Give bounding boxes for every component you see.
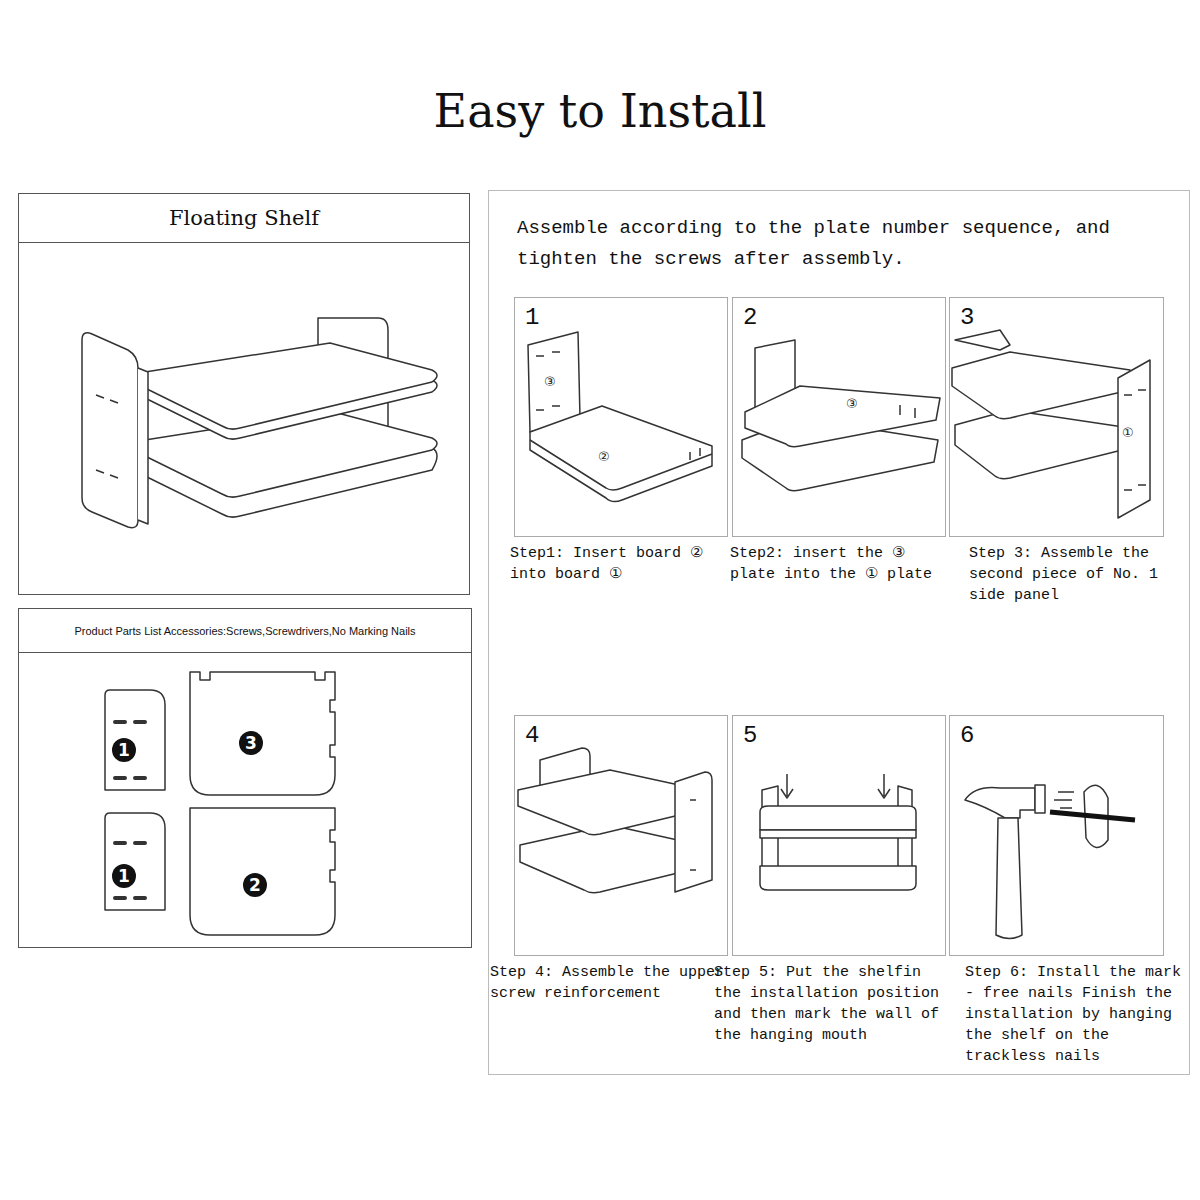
board-part [190,672,335,935]
assembled-shelf-line [82,333,138,528]
step5-figure-line [760,806,916,830]
step-caption: Step 4: Assemble the upper screw reinfor… [490,962,728,1004]
part-number: 2 [243,873,267,897]
step-number: 4 [525,722,539,749]
panel-heading: Floating Shelf [169,206,319,230]
step-frame: 6 [949,715,1164,956]
step-box: 1Step1: Insert board ② into board ① [514,297,728,537]
step-box: 2Step2: insert the ③ plate into the ① pl… [732,297,946,537]
step-number: 1 [525,304,539,331]
step-box: 4Step 4: Assemble the upper screw reinfo… [514,715,728,956]
step6-figure [965,785,1135,939]
side-panel-part-line [105,690,165,790]
step4-figure-line [690,800,696,870]
step2-figure [742,340,940,491]
step-frame: 5 [732,715,946,956]
part-number: 3 [239,731,263,755]
step-caption: Step 3: Assemble the second piece of No.… [969,543,1169,606]
instructions-panel: Assemble according to the plate number s… [488,190,1190,1075]
step-number: 3 [960,304,974,331]
panel-box: Product Parts List Accessories:Screws,Sc… [18,608,472,948]
step-caption: Step1: Insert board ② into board ① [510,543,732,585]
assembled-shelf-line [96,395,118,478]
step2-figure-line [900,405,915,418]
part-number: 1 [112,864,136,888]
step4-figure [518,748,712,893]
step3-figure-line [1124,390,1146,490]
instruction-text: Assemble according to the plate number s… [517,213,1117,276]
step5-figure-line [760,866,916,890]
assembled-shelf-line [138,368,148,524]
step6-figure-line [1050,812,1135,820]
step1-figure [528,332,712,502]
step5-figure [760,774,916,890]
board-part-line [190,672,335,795]
step-frame: 3 [949,297,1164,537]
step-caption: Step2: insert the ③ plate into the ① pla… [730,543,948,585]
step2-figure-line [745,386,940,447]
callout-number: ③ [543,374,557,389]
page-title: Easy to Install [0,84,1200,138]
side-panel-part-line [105,813,165,910]
step5-figure-line [781,774,793,798]
step1-figure-line [536,352,560,410]
step4-figure-line [675,772,712,892]
callout-number: ③ [845,396,859,411]
step1-figure-line [530,440,712,490]
step6-figure-line [965,788,1035,819]
step4-figure-line [520,825,700,893]
step1-figure-line [690,448,700,460]
board-part-line [190,808,335,935]
step-box: 3Step 3: Assemble the second piece of No… [949,297,1164,537]
step5-figure-line [760,830,916,838]
step-frame: 1 [514,297,728,537]
step1-figure-line [530,406,712,502]
panel-header: Product Parts List Accessories:Screws,Sc… [19,609,471,653]
step-box: 6Step 6: Install the mark - free nails F… [949,715,1164,956]
step-number: 5 [743,722,757,749]
callout-number: ② [597,449,611,464]
step3-figure-line [955,410,1130,479]
panel-header: Floating Shelf [19,194,469,243]
step-caption: Step 5: Put the shelfin the installation… [714,962,946,1046]
step-number: 6 [960,722,974,749]
part-number: 1 [112,738,136,762]
step-box: 5Step 5: Put the shelfin the installatio… [732,715,946,956]
panel-heading: Product Parts List Accessories:Screws,Sc… [74,625,415,637]
panel-box: Floating Shelf [18,193,470,595]
callout-number: ① [1121,425,1135,440]
step6-figure-line [1054,792,1074,808]
step3-figure [952,330,1150,518]
assembled-shelf [82,318,437,528]
assembled-shelf-line [145,343,437,429]
step5-figure-line [878,774,890,798]
step-caption: Step 6: Install the mark - free nails Fi… [965,962,1190,1067]
side-panel-part [105,690,165,910]
step3-figure-line [1118,360,1150,518]
step3-figure-line [955,330,1010,350]
step3-figure-line [952,352,1130,419]
step6-figure-line [996,818,1022,939]
step-frame: 4 [514,715,728,956]
step6-figure-line [1035,785,1045,813]
step-number: 2 [743,304,757,331]
step-frame: 2 [732,297,946,537]
